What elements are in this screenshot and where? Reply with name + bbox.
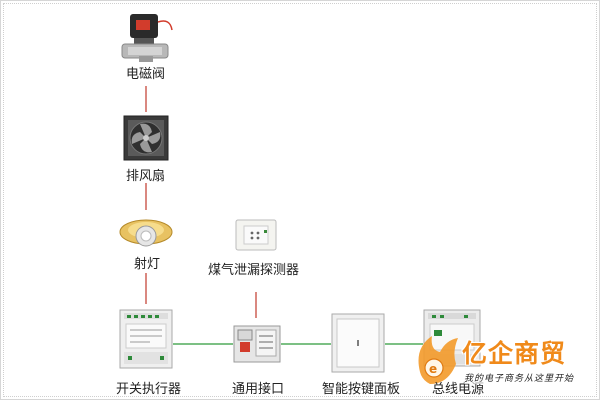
svg-text:e: e bbox=[429, 362, 437, 376]
watermark-brand: 亿企商贸 bbox=[462, 339, 567, 368]
label-universal-interface: 通用接口 bbox=[232, 382, 285, 397]
label-smart-button-panel: 智能按键面板 bbox=[322, 382, 401, 397]
label-bus-power: 总线电源 bbox=[432, 382, 485, 397]
label-switch-actuator: 开关执行器 bbox=[116, 382, 182, 397]
exhaust-fan-icon bbox=[123, 115, 169, 161]
watermark-slogan: 我的电子商务从这里开始 bbox=[464, 371, 575, 384]
solenoid-valve-icon bbox=[121, 14, 173, 62]
gas-detector-icon bbox=[235, 219, 277, 251]
universal-interface-icon bbox=[233, 325, 281, 363]
label-spotlight: 射灯 bbox=[134, 257, 161, 272]
label-exhaust-fan: 排风扇 bbox=[126, 169, 166, 184]
switch-actuator-icon bbox=[119, 309, 173, 369]
label-solenoid-valve: 电磁阀 bbox=[126, 67, 166, 82]
spotlight-icon bbox=[119, 219, 173, 247]
smart-button-panel-icon bbox=[331, 313, 385, 373]
watermark-logo-icon: e bbox=[418, 336, 458, 384]
label-gas-detector: 煤气泄漏探测器 bbox=[208, 263, 300, 278]
